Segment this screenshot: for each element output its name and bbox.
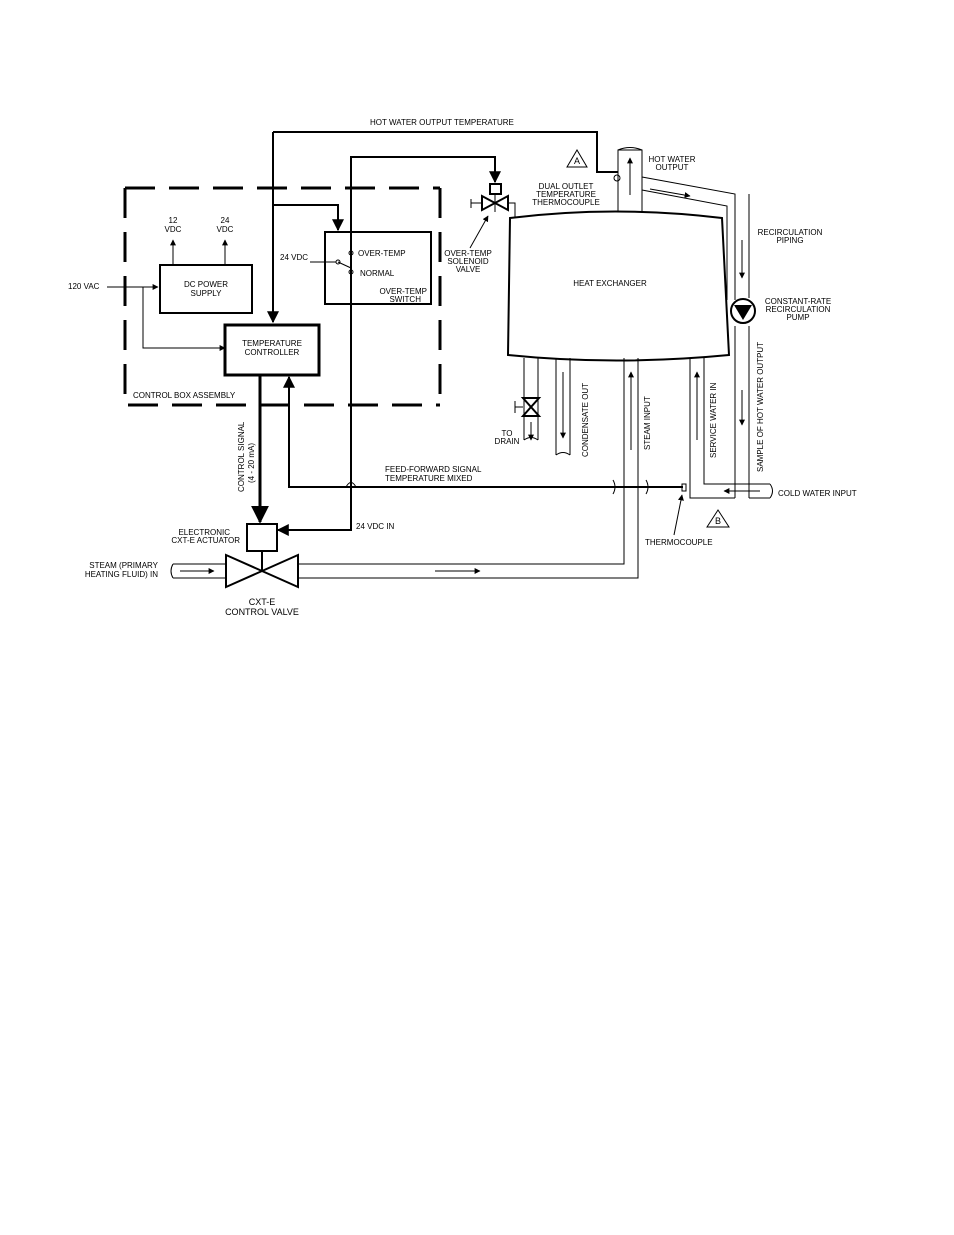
control-box-assembly-label: CONTROL BOX ASSEMBLY <box>133 391 236 400</box>
drain-valve-handle <box>514 401 523 413</box>
cxt-e-actuator <box>246 523 278 552</box>
constant-rate-pump <box>730 298 756 324</box>
dual-outlet-thermocouple <box>613 174 621 182</box>
hot-water-output-temperature-label: HOT WATER OUTPUT TEMPERATURE <box>370 118 514 127</box>
over-temp-switch-label-1: OVER-TEMP <box>379 287 427 296</box>
solenoid-label-1: OVER-TEMP <box>444 249 492 258</box>
normal-contact <box>348 269 354 275</box>
v24-label-2: VDC <box>217 225 234 234</box>
temperature-controller-label-1: TEMPERATURE <box>242 339 302 348</box>
marker-b-label: B <box>715 516 721 526</box>
thermocouple-label: THERMOCOUPLE <box>645 538 713 547</box>
marker-a-label: A <box>574 156 580 166</box>
steam-in-pipe <box>173 563 226 579</box>
solenoid-coil <box>489 183 502 195</box>
marker-a-triangle <box>566 149 588 168</box>
control-signal-label-1: CONTROL SIGNAL <box>237 421 246 492</box>
line-crossing <box>345 482 357 488</box>
condensate-out-label: CONDENSATE OUT <box>581 383 590 457</box>
recirculation-label-1: RECIRCULATION <box>758 228 823 237</box>
ac-to-controller <box>142 287 226 351</box>
control-valve-label-2: CONTROL VALVE <box>225 607 299 617</box>
solenoid-pointer <box>469 215 489 249</box>
pump-symbol <box>734 305 752 320</box>
dc-power-supply-box <box>159 264 253 314</box>
recirculation-pipe-lower <box>734 194 750 498</box>
over-temp-switch-box <box>324 231 432 305</box>
switch-signal-line <box>273 204 344 232</box>
steam-input-label: STEAM INPUT <box>643 396 652 450</box>
solenoid-control-line <box>350 156 501 325</box>
condensate-pipe <box>555 358 571 455</box>
control-signal-label-2: (4 - 20 mA) <box>247 443 256 483</box>
vdc24-switch-label: 24 VDC <box>280 253 308 262</box>
sample-hot-water-label: SAMPLE OF HOT WATER OUTPUT <box>756 342 765 472</box>
vdc24-in-label: 24 VDC IN <box>356 522 394 531</box>
to-drain-label-2: DRAIN <box>495 437 520 446</box>
dc-power-supply-label-1: DC POWER <box>184 280 228 289</box>
feed-forward-label-1: FEED-FORWARD SIGNAL <box>385 465 482 474</box>
v12-label-1: 12 <box>169 216 178 225</box>
control-box-boundary <box>123 186 442 407</box>
cold-water-break <box>769 483 773 499</box>
service-water-in-label: SERVICE WATER IN <box>709 382 718 458</box>
to-drain-label-1: TO <box>502 429 513 438</box>
actuator-label-1: ELECTRONIC <box>178 528 230 537</box>
dual-outlet-label-3: THERMOCOUPLE <box>532 198 600 207</box>
pump-label-2: RECIRCULATION <box>766 305 831 314</box>
feed-forward-line <box>283 375 683 488</box>
temperature-controller-box <box>223 323 321 377</box>
thermocouple-pointer <box>673 494 684 536</box>
hot-water-outlet-break <box>617 147 643 151</box>
pump-label-1: CONSTANT-RATE <box>765 297 831 306</box>
normal-label: NORMAL <box>360 269 395 278</box>
ac120-label: 120 VAC <box>68 282 100 291</box>
steam-supply-pipe <box>298 358 639 579</box>
steam-in-label-1: STEAM (PRIMARY <box>89 561 158 570</box>
solenoid-connections <box>470 199 516 218</box>
steam-in-break <box>170 563 174 579</box>
v12-label-2: VDC <box>165 225 182 234</box>
temperature-controller-label-2: CONTROLLER <box>245 348 300 357</box>
solenoid-label-3: VALVE <box>456 265 481 274</box>
actuator-power-line <box>276 325 352 536</box>
cxt-e-control-valve <box>225 553 299 589</box>
drain-valve <box>520 397 542 417</box>
recirculation-pipe-upper <box>641 176 736 300</box>
hot-water-temperature-signal <box>267 131 618 324</box>
dual-outlet-label-1: DUAL OUTLET <box>539 182 594 191</box>
marker-b-triangle <box>706 509 730 528</box>
dual-outlet-label-2: TEMPERATURE <box>536 190 596 199</box>
hot-water-output-label-2: OUTPUT <box>656 163 689 172</box>
feed-forward-label-2: TEMPERATURE MIXED <box>385 474 473 483</box>
recirculation-flow-arrow-1 <box>649 188 691 199</box>
recirculation-label-2: PIPING <box>776 236 803 245</box>
dc-power-supply-label-2: SUPPLY <box>191 289 223 298</box>
steam-in-label-2: HEATING FLUID) IN <box>85 570 158 579</box>
heat-exchanger-tank <box>506 210 731 362</box>
over-temp-label: OVER-TEMP <box>358 249 406 258</box>
heat-exchanger-label: HEAT EXCHANGER <box>573 279 647 288</box>
over-temp-contact <box>348 250 354 256</box>
v24-label-1: 24 <box>221 216 230 225</box>
over-temp-solenoid-valve <box>481 194 509 212</box>
cold-water-pipe <box>689 358 770 499</box>
cold-water-input-label: COLD WATER INPUT <box>778 489 857 498</box>
mixed-temp-thermocouple <box>681 483 687 492</box>
actuator-label-2: CXT-E ACTUATOR <box>171 536 240 545</box>
condensate-break <box>555 452 571 456</box>
feed-forward-breaks <box>612 479 649 495</box>
control-valve-label-1: CXT-E <box>249 597 276 607</box>
hot-water-output-label-1: HOT WATER <box>649 155 696 164</box>
over-temp-switch-label-2: SWITCH <box>389 295 421 304</box>
pump-label-3: PUMP <box>786 313 809 322</box>
solenoid-label-2: SOLENOID <box>447 257 489 266</box>
